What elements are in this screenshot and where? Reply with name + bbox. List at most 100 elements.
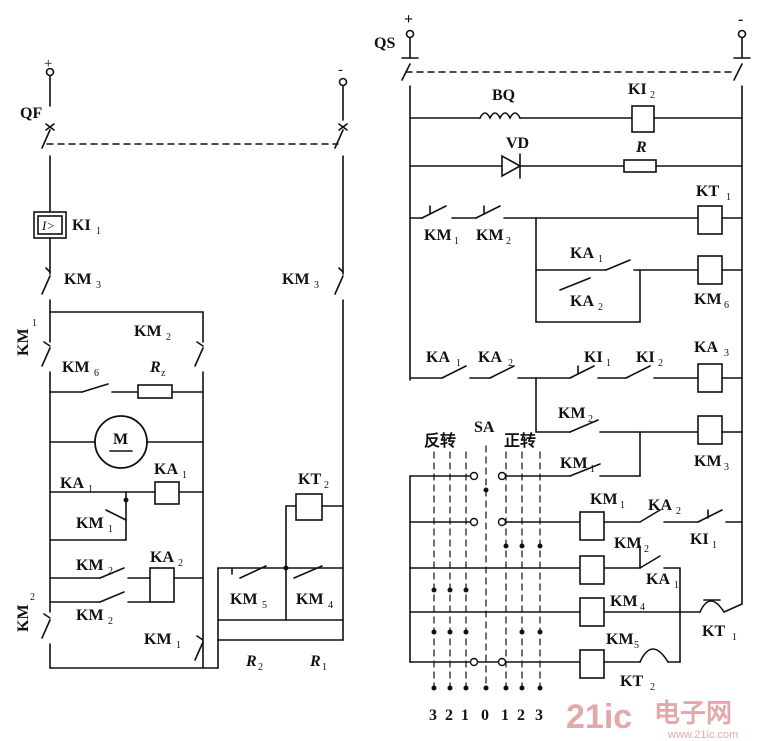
km2-coil (579, 555, 605, 585)
ki2-row-label: KI (636, 349, 655, 366)
km4-left-label: KM (296, 591, 324, 608)
km1-vertical-sub: 1 (32, 318, 37, 329)
watermark: 21ic 电子网 www.21ic.com (566, 698, 738, 741)
kt1-label: KT (696, 183, 719, 200)
qs-label: QS (374, 35, 395, 52)
sa-label: SA (474, 419, 495, 436)
r-resistor (623, 159, 657, 173)
minus-terminal (338, 77, 348, 87)
kt2-left-sub: 2 (324, 480, 329, 491)
right-minus-label: - (738, 11, 743, 28)
km2-contact-label: KM (76, 557, 104, 574)
right-plus-label: + (404, 11, 413, 28)
pos-zero: 0 (481, 707, 489, 724)
ka1-left-label: KA (154, 461, 178, 478)
ka1-contact-label: KA (60, 475, 84, 492)
left-minus-label: - (338, 62, 343, 78)
km1-row-label: KM (560, 455, 588, 472)
r1-sub: 1 (322, 662, 327, 673)
ki2-top-label: KI (628, 81, 647, 98)
pos-forward-3: 3 (535, 707, 543, 724)
km1-nc-label: KM (424, 227, 452, 244)
km1-bottom-sub: 1 (176, 640, 181, 651)
kt1-coil (697, 205, 723, 235)
ki2-top-sub: 2 (650, 90, 655, 101)
ka1-left-sub: 1 (182, 470, 187, 481)
relay-symbol: I> (41, 218, 55, 233)
ki1-row-sub: 1 (606, 358, 611, 369)
km3-right-sub: 3 (724, 462, 729, 473)
km2-top-sub: 2 (166, 332, 171, 343)
km1-coil-label: KM (590, 491, 618, 508)
km2-nc-label: KM (476, 227, 504, 244)
km3-left-label: KM (64, 271, 92, 288)
km2-top-label: KM (134, 323, 162, 340)
ka1-right-sub: 1 (598, 254, 603, 265)
km6-sub: 6 (94, 368, 99, 379)
watermark-brand: 21ic (566, 698, 632, 736)
km5-coil (579, 649, 605, 679)
vd-label: VD (506, 135, 529, 152)
pos-reverse-1: 1 (461, 707, 469, 724)
ka1-contact-sub: 1 (88, 484, 93, 495)
km6-coil (697, 255, 723, 285)
km3-right-label: KM (282, 271, 310, 288)
km1-vertical-label: KM (15, 328, 32, 356)
pos-forward-2: 2 (517, 707, 525, 724)
ka2-contact-label: KA (648, 497, 672, 514)
kt2-contact-sub: 2 (650, 682, 655, 693)
kt1-contact-label: KT (702, 623, 725, 640)
ki2-coil (631, 105, 655, 133)
watermark-url: www.21ic.com (667, 729, 738, 741)
forward-label: 正转 (504, 431, 536, 450)
km1-coil-sub: 1 (620, 500, 625, 511)
rz-resistor (137, 384, 173, 399)
km5-left-sub: 5 (262, 600, 267, 611)
km2-contact-sub: 2 (108, 566, 113, 577)
ka2-coil (149, 567, 175, 603)
ki1-row-label: KI (584, 349, 603, 366)
km4-left-sub: 4 (328, 600, 333, 611)
left-plus-label: + (44, 56, 52, 72)
ki2-row-sub: 2 (658, 358, 663, 369)
r-label: R (635, 139, 647, 156)
km5-coil-sub: 5 (634, 640, 639, 651)
km1-ka1-label: KM (76, 515, 104, 532)
pos-reverse-3: 3 (429, 707, 437, 724)
right-control-circuit: QS + - BQ KI 2 VD R (374, 11, 751, 724)
qf-label: QF (20, 105, 42, 122)
kt2-left-label: KT (298, 471, 321, 488)
km2-nc-sub: 2 (506, 236, 511, 247)
km6-right-sub: 6 (724, 300, 729, 311)
km5-coil-label: KM (606, 631, 634, 648)
ka2-left-label: KA (150, 549, 174, 566)
km5-left-label: KM (230, 591, 258, 608)
ki1-nc-sub: 1 (712, 540, 717, 551)
km2-lower-label: KM (76, 607, 104, 624)
km2-coil-sub: 2 (644, 544, 649, 555)
km3-coil (697, 415, 723, 445)
km4-coil-label: KM (610, 593, 638, 610)
km6-label: KM (62, 359, 90, 376)
watermark-brand-cn: 电子网 (654, 698, 732, 728)
motor-label: M (113, 431, 128, 448)
km3-right-sub: 3 (314, 280, 319, 291)
rz-label: R (149, 359, 161, 376)
pos-forward-1: 1 (501, 707, 509, 724)
km1-ka1-sub: 1 (108, 524, 113, 535)
kt1-sub: 1 (726, 192, 731, 203)
ka3-coil (697, 363, 723, 393)
left-main-circuit: + - QF I> KI 1 KM 3 KM 3 (15, 56, 348, 673)
kt2-contact-label: KT (620, 673, 643, 690)
km3-left-sub: 3 (96, 280, 101, 291)
ka1-contact-sub: 1 (674, 580, 679, 591)
bq-label: BQ (492, 87, 515, 104)
km2-row-sub: 2 (588, 414, 593, 425)
km2-coil-label: KM (614, 535, 642, 552)
ka1-right-label: KA (570, 245, 594, 262)
kt2-coil (295, 493, 323, 521)
ka2-left-sub: 2 (178, 558, 183, 569)
km2-vertical-label: KM (15, 604, 32, 632)
ka1-contact-label: KA (646, 571, 670, 588)
km3-right-label: KM (694, 453, 722, 470)
